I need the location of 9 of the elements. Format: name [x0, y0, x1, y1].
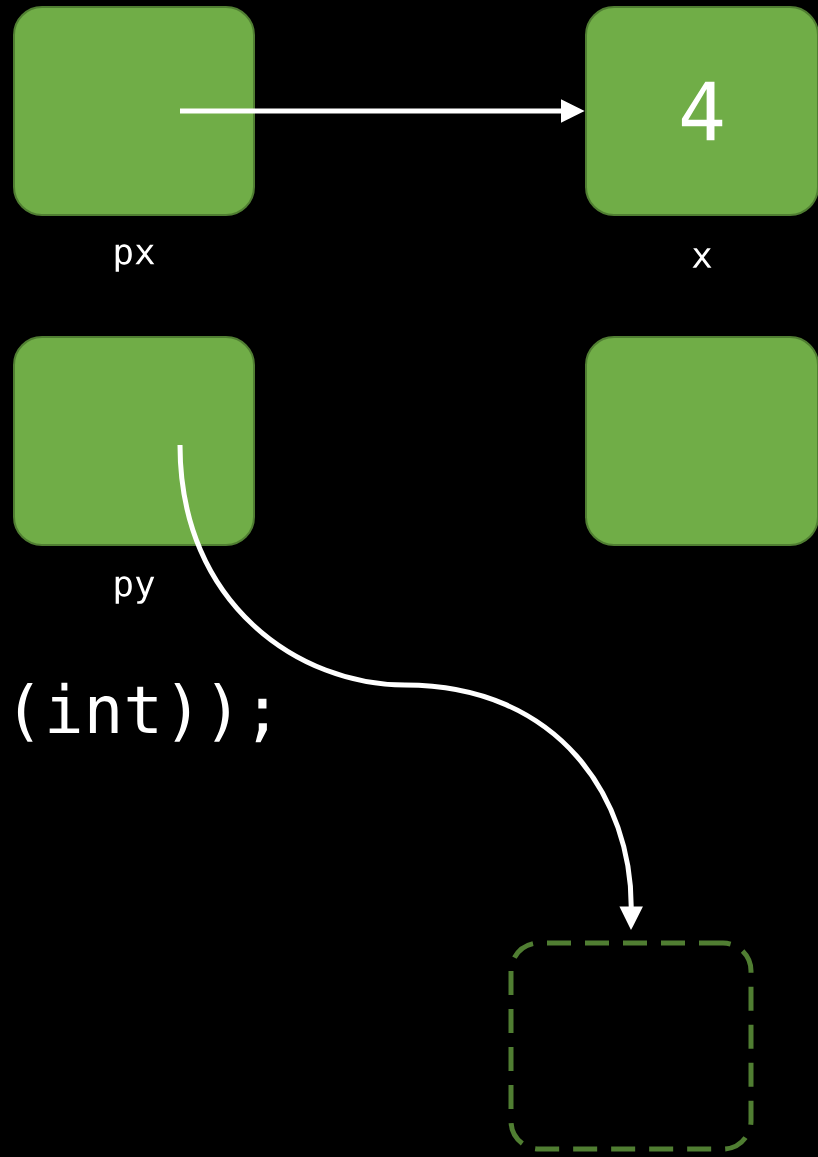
memory-box [585, 336, 818, 546]
memory-box [13, 6, 255, 216]
memory-box: 4 [585, 6, 818, 216]
variable-name: py [115, 576, 155, 604]
memory-box [13, 336, 255, 546]
variable-name: x [692, 248, 712, 268]
variable-name: px [115, 244, 155, 272]
dashed-box [508, 940, 754, 1152]
code-text: (int)); [17, 682, 267, 743]
